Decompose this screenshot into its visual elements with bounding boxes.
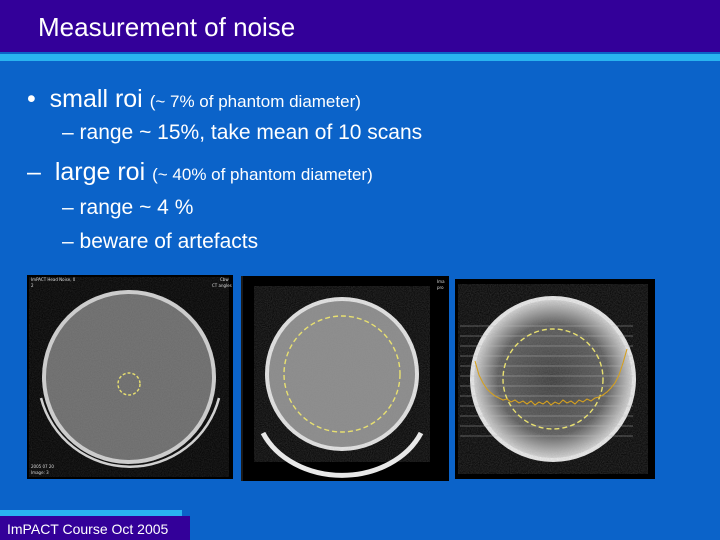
ct-phantom-small-roi	[39, 290, 221, 468]
bullet-text: large roi	[54, 158, 146, 186]
bullet-note: (~ 7% of phantom diameter)	[149, 92, 361, 111]
bullet-text: small roi	[49, 85, 143, 113]
profile-trace	[474, 348, 628, 406]
profile-gridlines	[460, 325, 633, 437]
footer-box	[0, 516, 190, 540]
sub-bullet-text: range ~ 15%, take mean of 10 scans	[79, 121, 423, 144]
bullet-marker: –	[27, 158, 41, 186]
sub-bullet-text: beware of artefacts	[79, 230, 259, 253]
sub-bullet-marker: –	[62, 121, 74, 144]
sub-bullet-text: range ~ 4 %	[79, 196, 194, 219]
overlay-text: ImPACT Head Noise, 0	[31, 277, 76, 282]
title-bar	[0, 0, 720, 52]
ct-image-artefacts	[455, 279, 655, 479]
footer-accent	[0, 510, 182, 516]
bullet-small-roi: • small roi (~ 7% of phantom diameter)	[27, 85, 361, 114]
overlay-text: 2005 07 20	[31, 464, 54, 469]
sub-bullet-range-large: – range ~ 4 %	[62, 196, 193, 220]
overlay-text: Image: 3	[31, 470, 49, 475]
title-underline	[0, 54, 720, 61]
sub-bullet-marker: –	[62, 196, 74, 219]
ct-phantom-artefacts	[460, 296, 636, 462]
overlay-text: Cbw	[220, 277, 229, 282]
slide-title: Measurement of noise	[38, 12, 296, 42]
sub-bullet-marker: –	[62, 230, 74, 253]
bullet-note: (~ 40% of phantom diameter)	[152, 165, 373, 184]
overlay-text: pro	[437, 285, 444, 290]
footer-course-label: ImPACT Course Oct 2005	[7, 521, 169, 537]
sub-bullet-artefacts: – beware of artefacts	[62, 230, 258, 254]
bullet-large-roi: – large roi (~ 40% of phantom diameter)	[27, 158, 373, 187]
bullet-marker: •	[27, 85, 36, 113]
ct-image-large-roi: Ima pro	[241, 276, 449, 481]
overlay-text: CT angles	[212, 283, 232, 288]
overlay-text: 2	[31, 283, 34, 288]
overlay-text: Ima	[437, 279, 445, 284]
sub-bullet-range-small: – range ~ 15%, take mean of 10 scans	[62, 121, 422, 145]
ct-phantom-large-roi	[241, 276, 449, 481]
ct-image-small-roi: ImPACT Head Noise, 0 2 Cbw CT angles 200…	[27, 275, 233, 479]
